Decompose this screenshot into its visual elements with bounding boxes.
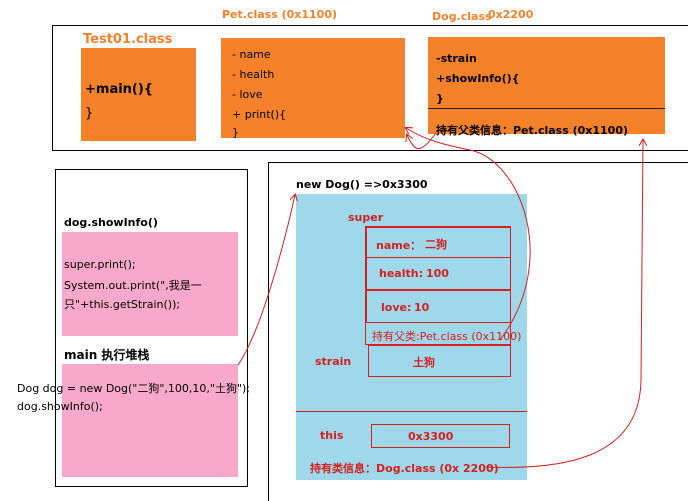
pet-method-print: + print(){ — [232, 108, 287, 121]
field-name-value: 二狗 — [425, 238, 447, 251]
parent-class-ref: 持有父类:Pet.class (0x1100) — [372, 330, 522, 343]
field-love-label: love: — [381, 301, 412, 314]
this-cell: 0x3300 — [371, 424, 510, 448]
dog-class-title: Dog.class — [432, 10, 492, 23]
class-info-label: 持有类信息：Dog.class (0x 2200) — [310, 462, 499, 475]
showinfo-line-3: 只"+this.getStrain()); — [64, 298, 181, 311]
test01-class-title: Test01.class — [83, 32, 173, 47]
code-line-new-dog: Dog dog = new Dog("二狗",100,10,"土狗"); — [17, 382, 251, 395]
dog-field-strain: -strain — [436, 52, 477, 65]
super-label: super — [348, 211, 384, 224]
showinfo-frame-title: dog.showInfo() — [64, 216, 158, 229]
pet-method-close: } — [232, 126, 239, 139]
pet-class-title: Pet.class (0x1100) — [222, 8, 338, 21]
test01-class-box: +main(){ } — [81, 48, 196, 141]
field-health-label: health: — [379, 267, 423, 280]
pet-field-love: - love — [232, 88, 263, 101]
field-love-cell: love: 10 — [366, 290, 511, 323]
pet-field-name: - name — [232, 48, 271, 61]
dog-parent-info: 持有父类信息：Pet.class (0x1100) — [436, 124, 629, 137]
field-name-cell: name： 二狗 — [366, 227, 511, 258]
main-frame-title: main 执行堆栈 — [64, 348, 150, 362]
dog-method-close: } — [436, 92, 444, 105]
pet-field-health: - health — [232, 68, 274, 81]
main-method-close: } — [85, 106, 94, 121]
pet-class-box: - name - health - love + print(){ } — [221, 38, 405, 139]
dog-method-showinfo: +showInfo(){ — [436, 72, 520, 85]
heap-object-header: new Dog() =>0x3300 — [296, 178, 428, 191]
dog-class-address: 0x2200 — [488, 8, 534, 21]
strain-value: 土狗 — [413, 356, 435, 369]
showinfo-frame-box: super.print(); System.out.print(",我是一 只"… — [62, 232, 238, 336]
code-line-showinfo-call: dog.showInfo(); — [17, 400, 103, 413]
showinfo-line-1: super.print(); — [64, 258, 136, 271]
strain-label: strain — [315, 355, 352, 368]
dog-class-box: -strain +showInfo(){ } 持有父类信息：Pet.class … — [428, 37, 665, 137]
field-name-label: name： — [376, 239, 422, 252]
main-frame-box — [62, 364, 238, 477]
main-method-signature: +main(){ — [85, 82, 154, 97]
dog-class-divider — [428, 108, 665, 109]
field-health-cell: health: 100 — [366, 257, 511, 290]
field-health-value: 100 — [426, 267, 449, 280]
showinfo-line-2: System.out.print(",我是一 — [64, 279, 202, 292]
field-love-value: 10 — [414, 301, 430, 314]
this-label: this — [320, 429, 344, 442]
this-value: 0x3300 — [408, 430, 454, 443]
strain-cell: 土狗 — [368, 345, 511, 377]
object-divider — [296, 411, 527, 412]
